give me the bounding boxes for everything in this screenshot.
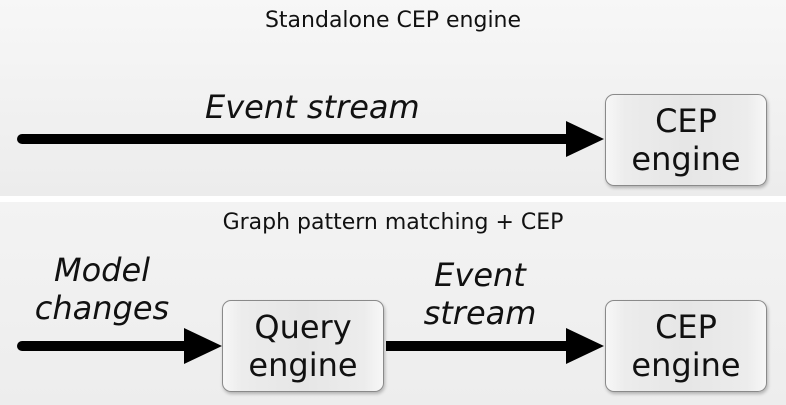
model-changes-label: Model changes: [22, 251, 182, 327]
top-cep-engine-line1: CEP: [655, 102, 717, 140]
model-changes-arrow: [17, 328, 222, 364]
bottom-event-stream-line1: Event: [434, 256, 526, 294]
top-cep-engine-box: CEP engine: [605, 94, 767, 186]
query-engine-line1: Query: [254, 308, 352, 346]
bottom-cep-engine-box: CEP engine: [605, 300, 767, 392]
query-engine-line2: engine: [248, 346, 358, 384]
bottom-cep-engine-line2: engine: [631, 346, 741, 384]
top-cep-engine-line2: engine: [631, 140, 741, 178]
bottom-event-stream-arrow: [386, 328, 604, 364]
graph-pattern-panel-title: Graph pattern matching + CEP: [222, 210, 564, 235]
top-event-stream-label: Event stream: [205, 88, 420, 126]
query-engine-box: Query engine: [222, 300, 384, 392]
bottom-event-stream-line2: stream: [423, 294, 537, 332]
bottom-cep-engine-line1: CEP: [655, 308, 717, 346]
top-event-stream-arrow: [17, 121, 604, 157]
model-changes-line2: changes: [34, 289, 170, 327]
model-changes-line1: Model: [53, 251, 151, 289]
standalone-panel-title: Standalone CEP engine: [264, 8, 522, 33]
bottom-event-stream-label: Event stream: [405, 256, 555, 332]
